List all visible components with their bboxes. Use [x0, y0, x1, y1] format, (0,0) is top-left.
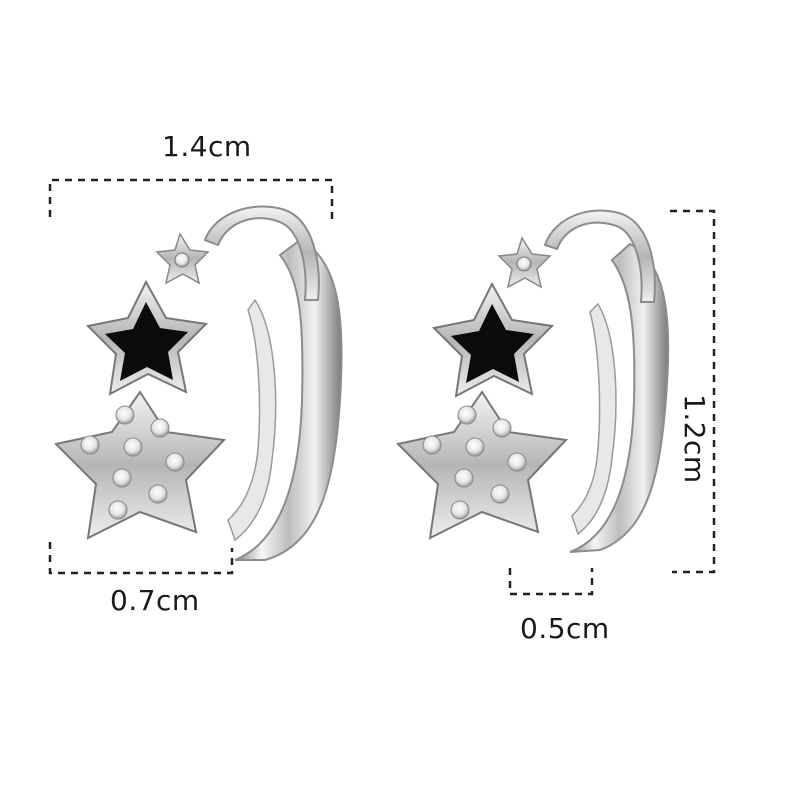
right-hoop-inner	[571, 302, 617, 536]
left-thickness-label: 0.7cm	[110, 584, 200, 617]
height-dimension-line	[670, 209, 716, 574]
right-thickness-label: 0.5cm	[520, 612, 610, 645]
right-pave-star	[395, 390, 569, 540]
left-hoop-inner	[227, 298, 277, 542]
left-earring	[53, 205, 343, 561]
left-pave-star	[53, 390, 227, 540]
right-pave-crystals	[422, 405, 527, 520]
left-small-star-crystal	[174, 252, 190, 268]
dimension-lines	[48, 178, 716, 596]
right-enamel-star-fill	[451, 304, 534, 383]
width-label: 1.4cm	[162, 130, 252, 163]
left-hoop-wire	[203, 205, 320, 301]
right-thickness-dimension-line	[508, 568, 594, 596]
left-enamel-star-fill	[105, 302, 188, 381]
width-dimension-line	[48, 178, 334, 222]
right-earring	[395, 209, 670, 553]
right-hoop-band	[569, 242, 670, 553]
left-hoop-band	[234, 238, 343, 561]
left-thickness-dimension-line	[48, 542, 234, 575]
left-pave-crystals	[80, 405, 185, 520]
right-small-star-crystal	[516, 256, 532, 272]
height-label: 1.2cm	[678, 394, 711, 484]
right-hoop-wire	[543, 209, 656, 303]
